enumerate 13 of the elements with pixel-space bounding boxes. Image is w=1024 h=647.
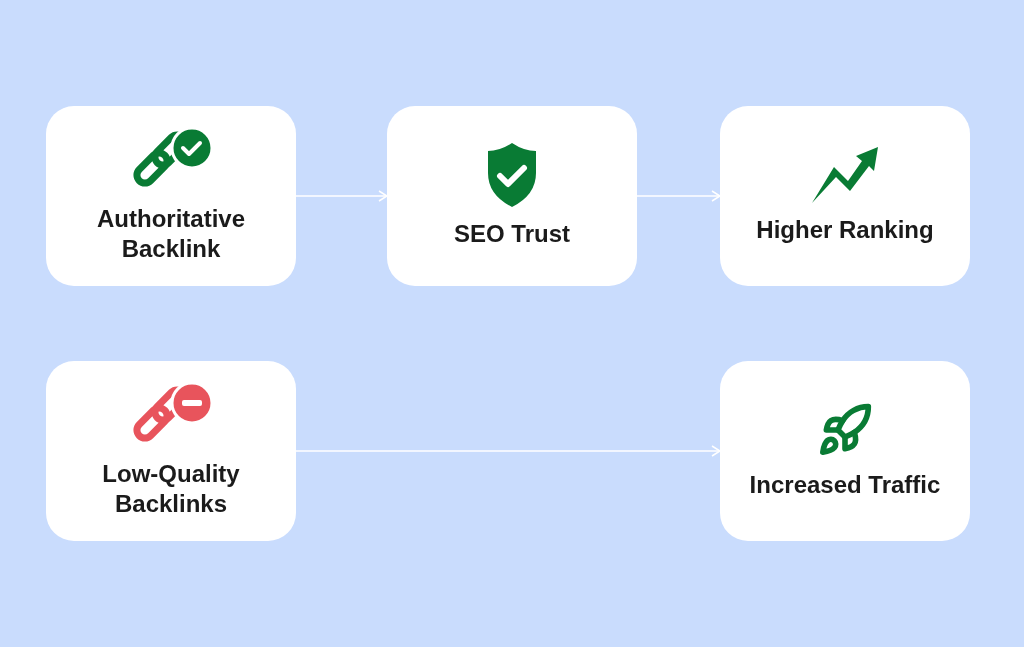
process-card	[46, 106, 296, 286]
card-title: Increased Traffic	[749, 470, 941, 500]
arrow	[295, 445, 721, 457]
process-card	[720, 106, 970, 286]
process-card	[387, 106, 637, 286]
process-card	[46, 361, 296, 541]
card-title: SEO Trust	[454, 219, 570, 249]
card-title: Higher Ranking	[756, 215, 934, 245]
process-card	[720, 361, 970, 541]
arrow	[295, 190, 388, 202]
card-title: Low-Quality Backlinks	[101, 459, 241, 519]
arrow	[636, 190, 721, 202]
card-title: Authoritative Backlink	[96, 204, 246, 264]
